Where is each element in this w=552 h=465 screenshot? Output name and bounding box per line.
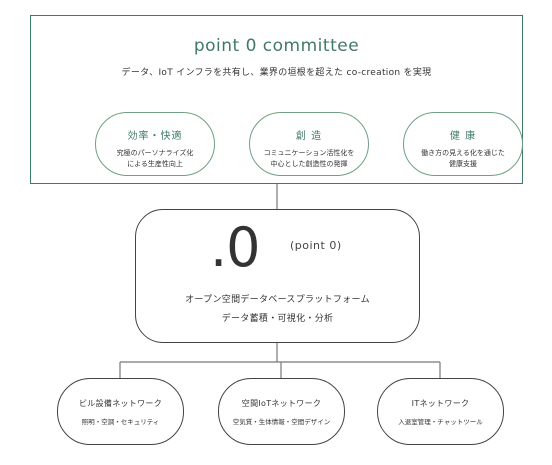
network-title: ビル設備ネットワーク <box>79 399 162 408</box>
committee-frame: point 0 committee データ、IoT インフラを共有し、業界の垣根… <box>30 15 523 184</box>
network-description: 入退室管理・チャットツール <box>398 418 483 426</box>
network-title: ITネットワーク <box>411 399 470 408</box>
value-description: 働き方の見える化を通じた 健康支援 <box>404 148 522 170</box>
value-creativity: 創 造 コミュニケーション活性化を 中心とした創造性の発揮 <box>249 112 369 176</box>
point0-logo: .0 <box>210 216 261 279</box>
value-description-line: による生産性向上 <box>127 160 183 168</box>
committee-title: point 0 committee <box>193 36 360 56</box>
value-description: コミュニケーション活性化を 中心とした創造性の発揮 <box>250 148 368 170</box>
network-title: 空間IoTネットワーク <box>241 399 322 408</box>
network-building-equipment: ビル設備ネットワーク 照明・空調・セキュリティ <box>57 378 184 445</box>
platform-description: オープン空間データベースプラットフォーム <box>185 295 370 305</box>
committee-description: データ、IoT インフラを共有し、業界の垣根を超えた co-creation を… <box>121 68 432 78</box>
value-health: 健 康 働き方の見える化を通じた 健康支援 <box>403 112 523 176</box>
value-title: 効率・快適 <box>127 131 183 142</box>
value-title: 創 造 <box>295 131 323 142</box>
value-title: 健 康 <box>449 131 477 142</box>
network-it: ITネットワーク 入退室管理・チャットツール <box>377 378 504 445</box>
value-description-line: 働き方の見える化を通じた <box>421 149 505 157</box>
platform-functions: データ蓄積・可視化・分析 <box>221 314 334 324</box>
network-space-iot: 空間IoTネットワーク 空気質・生体情報・空間デザイン <box>218 378 345 445</box>
value-description-line: 究極のパーソナライズ化 <box>116 149 194 157</box>
value-description-line: 中心とした創造性の発揮 <box>270 160 348 168</box>
value-description-line: 健康支援 <box>449 160 477 168</box>
network-description: 空気質・生体情報・空間デザイン <box>232 418 331 426</box>
value-description: 究極のパーソナライズ化 による生産性向上 <box>96 148 214 170</box>
value-efficiency: 効率・快適 究極のパーソナライズ化 による生産性向上 <box>95 112 215 176</box>
point0-logo-caption: (point 0) <box>290 239 342 252</box>
platform-box: .0 (point 0) オープン空間データベースプラットフォーム データ蓄積・… <box>135 209 420 343</box>
network-description: 照明・空調・セキュリティ <box>81 418 160 426</box>
value-description-line: コミュニケーション活性化を <box>263 149 355 157</box>
